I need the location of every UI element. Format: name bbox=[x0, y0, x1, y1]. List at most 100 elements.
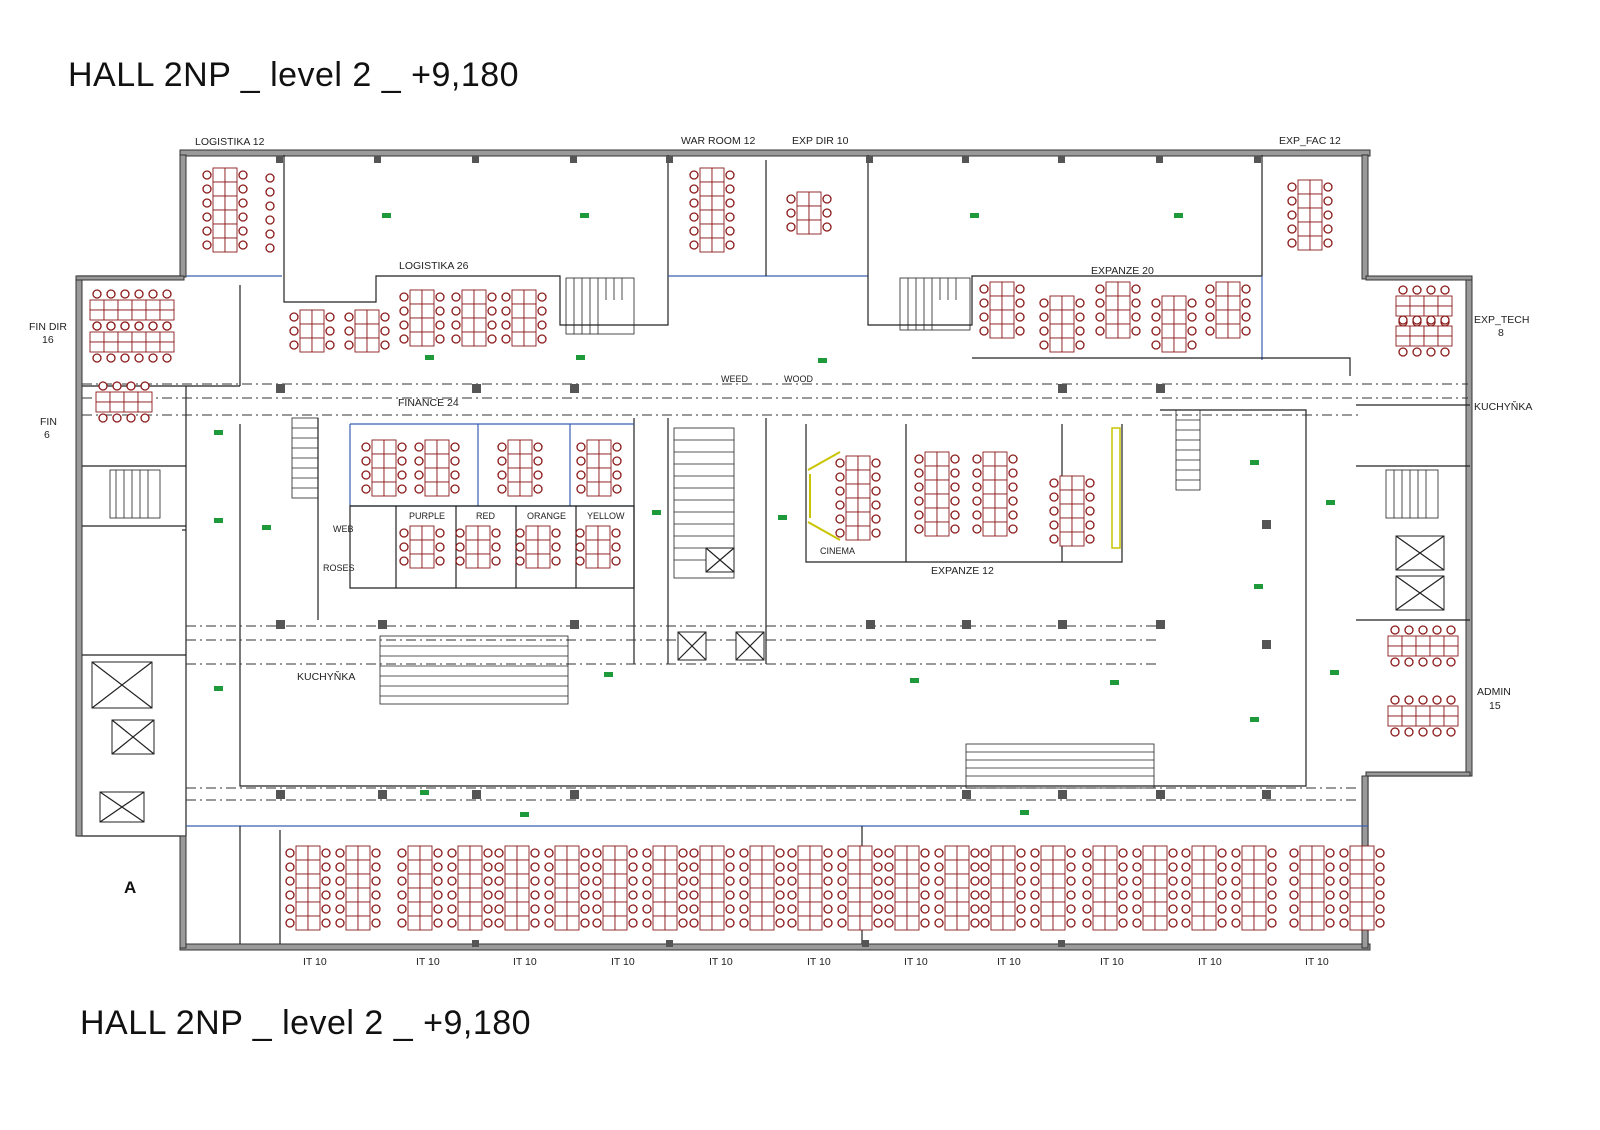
chair bbox=[576, 456, 586, 466]
desk bbox=[982, 465, 996, 481]
chair bbox=[592, 848, 602, 858]
desk bbox=[857, 469, 871, 485]
chair bbox=[678, 862, 688, 872]
desk bbox=[761, 859, 775, 875]
chair bbox=[1289, 890, 1299, 900]
chair bbox=[1390, 625, 1400, 635]
chair bbox=[1181, 876, 1191, 886]
chair bbox=[483, 876, 493, 886]
desk bbox=[1401, 715, 1417, 727]
desk bbox=[859, 915, 873, 931]
chair bbox=[950, 510, 960, 520]
chair bbox=[1390, 695, 1400, 705]
desk bbox=[117, 299, 133, 311]
chair bbox=[1039, 312, 1049, 322]
chair bbox=[1008, 510, 1018, 520]
chair bbox=[1339, 876, 1349, 886]
label-roses: ROSES bbox=[323, 563, 355, 573]
chair bbox=[689, 876, 699, 886]
desk bbox=[1395, 325, 1411, 337]
desk bbox=[1415, 705, 1431, 717]
chair bbox=[265, 229, 275, 239]
desk bbox=[906, 901, 920, 917]
desk bbox=[461, 289, 475, 305]
label-admin: ADMIN bbox=[1477, 686, 1511, 698]
chair bbox=[914, 496, 924, 506]
desk bbox=[894, 915, 908, 931]
chair bbox=[678, 876, 688, 886]
chair bbox=[1151, 312, 1161, 322]
desk bbox=[224, 181, 238, 197]
label-expanze-20: EXPANZE 20 bbox=[1091, 265, 1154, 277]
desk bbox=[847, 887, 861, 903]
chair bbox=[914, 468, 924, 478]
desk bbox=[1395, 305, 1411, 317]
desk bbox=[566, 887, 580, 903]
desk bbox=[1049, 337, 1063, 353]
chair bbox=[487, 292, 497, 302]
desk bbox=[511, 331, 525, 347]
desk bbox=[504, 887, 518, 903]
exit-sign bbox=[1110, 680, 1119, 685]
desk bbox=[1401, 645, 1417, 657]
chair bbox=[238, 198, 248, 208]
desk bbox=[809, 887, 823, 903]
exit-sign bbox=[382, 213, 391, 218]
desk bbox=[516, 901, 530, 917]
chair bbox=[580, 904, 590, 914]
chair bbox=[1339, 904, 1349, 914]
desk bbox=[1001, 281, 1015, 297]
chair bbox=[380, 326, 390, 336]
chair bbox=[1231, 890, 1241, 900]
chair bbox=[628, 848, 638, 858]
chair bbox=[1446, 727, 1456, 737]
chair bbox=[642, 890, 652, 900]
chair bbox=[1339, 890, 1349, 900]
desk bbox=[990, 845, 1004, 861]
chair bbox=[1325, 848, 1335, 858]
desk bbox=[1104, 859, 1118, 875]
chair bbox=[592, 904, 602, 914]
desk bbox=[808, 219, 822, 235]
chair bbox=[98, 413, 108, 423]
desk bbox=[1049, 323, 1063, 339]
chair bbox=[835, 472, 845, 482]
chair bbox=[1049, 492, 1059, 502]
chair bbox=[491, 542, 501, 552]
chair bbox=[1187, 298, 1197, 308]
chair bbox=[1082, 890, 1092, 900]
chair bbox=[1375, 876, 1385, 886]
chair bbox=[397, 876, 407, 886]
chair bbox=[725, 862, 735, 872]
desk bbox=[504, 859, 518, 875]
chair bbox=[837, 876, 847, 886]
chair bbox=[837, 918, 847, 928]
chair bbox=[455, 556, 465, 566]
chair bbox=[371, 862, 381, 872]
chair bbox=[1375, 890, 1385, 900]
desk bbox=[436, 439, 450, 455]
chair bbox=[1267, 904, 1277, 914]
chair bbox=[1289, 904, 1299, 914]
desk bbox=[699, 195, 713, 211]
desk bbox=[924, 479, 938, 495]
desk bbox=[956, 873, 970, 889]
chair bbox=[689, 198, 699, 208]
chair bbox=[689, 212, 699, 222]
desk bbox=[383, 453, 397, 469]
chair bbox=[1118, 876, 1128, 886]
chair bbox=[884, 904, 894, 914]
desk bbox=[1104, 901, 1118, 917]
desk bbox=[1191, 845, 1205, 861]
exit-sign bbox=[1326, 500, 1335, 505]
desk bbox=[421, 525, 435, 541]
chair bbox=[920, 848, 930, 858]
desk bbox=[956, 845, 970, 861]
chair bbox=[289, 326, 299, 336]
label-it-10: IT 10 bbox=[709, 956, 733, 968]
chair bbox=[787, 862, 797, 872]
chair bbox=[1287, 210, 1297, 220]
desk bbox=[845, 483, 859, 499]
chair bbox=[970, 876, 980, 886]
chair bbox=[725, 184, 735, 194]
